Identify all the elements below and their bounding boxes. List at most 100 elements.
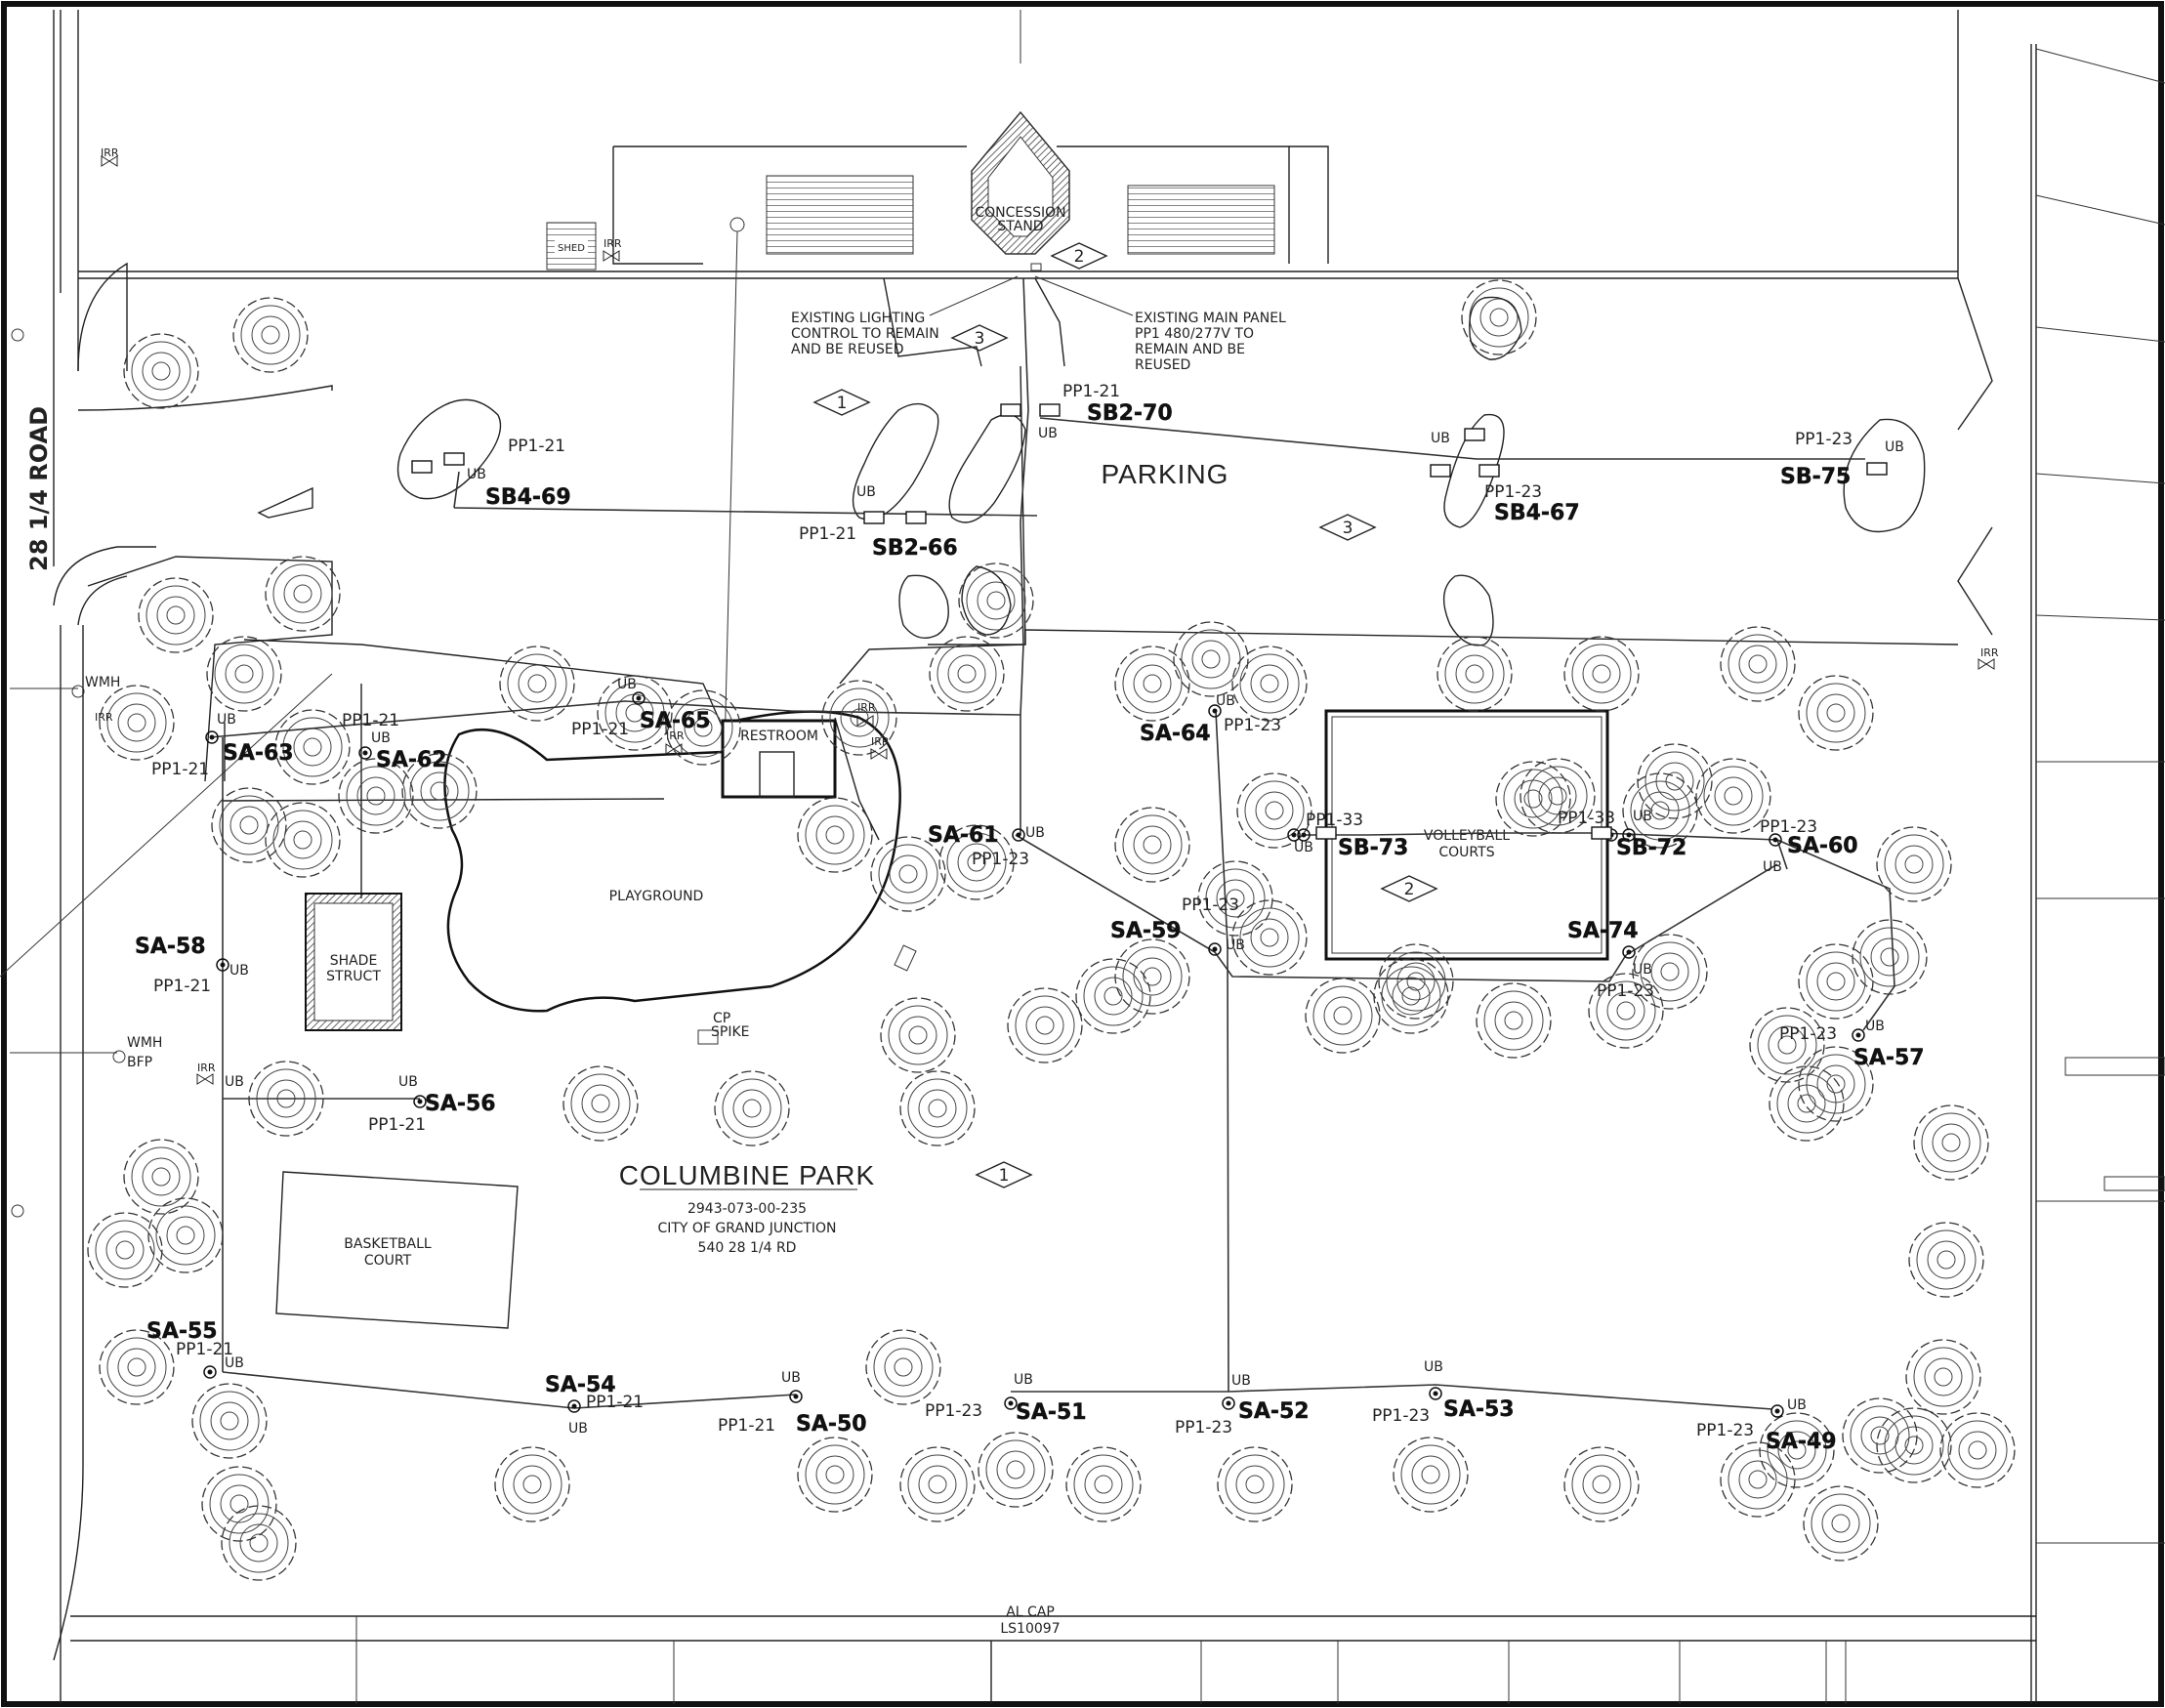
fixture-head-icon <box>1430 464 1451 478</box>
svg-text:2: 2 <box>1074 247 1085 267</box>
svg-text:PP1-21: PP1-21 <box>153 977 211 996</box>
al-cap-label: AL CAP <box>1006 1604 1055 1620</box>
keynote-diamond-icon: 2 <box>1050 242 1108 270</box>
svg-text:UB: UB <box>856 484 876 500</box>
irrigation-valve-icon <box>1978 658 1995 670</box>
svg-text:UB: UB <box>1763 859 1782 875</box>
tree-icon <box>1637 743 1713 819</box>
fixture-label-sa-61: SA-61 <box>928 823 999 848</box>
tree-icon <box>265 802 341 878</box>
svg-text:EXISTING MAIN PANEL: EXISTING MAIN PANEL <box>1135 311 1286 326</box>
playground-label: PLAYGROUND <box>609 889 704 904</box>
svg-text:UB: UB <box>1633 809 1652 824</box>
basketball-label: BASKETBALL <box>344 1236 432 1252</box>
road-label: 28 1/4 ROAD <box>25 406 53 571</box>
tree-icon <box>221 1505 297 1581</box>
tree-icon <box>797 797 873 873</box>
svg-text:UB: UB <box>1038 426 1058 441</box>
svg-text:CONTROL TO REMAIN: CONTROL TO REMAIN <box>791 326 939 342</box>
svg-text:PP1-33: PP1-33 <box>1306 811 1363 830</box>
svg-text:UB: UB <box>225 1074 244 1090</box>
tree-icon <box>1065 1446 1142 1522</box>
light-pole-icon <box>203 1365 217 1379</box>
svg-text:PP1-21: PP1-21 <box>508 437 565 456</box>
fixture-label-sa-62: SA-62 <box>376 748 447 772</box>
svg-text:PP1-21: PP1-21 <box>176 1340 233 1359</box>
tree-icon <box>1720 626 1796 702</box>
shade-label: SHADE <box>330 953 378 969</box>
tree-icon <box>929 636 1005 712</box>
tree-icon <box>1075 958 1151 1034</box>
tree-icon <box>1905 1339 1981 1415</box>
site-owner: CITY OF GRAND JUNCTION <box>657 1221 836 1236</box>
svg-text:3: 3 <box>975 329 985 349</box>
site-title: COLUMBINE PARK <box>619 1160 875 1190</box>
utility-labels: IRR IRR IRR IRR IRR IRR IRR IRR WMH WMH … <box>11 146 1999 1218</box>
tree-icon <box>1913 1104 1989 1181</box>
fixture-label-sb-73: SB-73 <box>1338 836 1408 860</box>
light-pole-icon <box>789 1390 803 1403</box>
tree-icon <box>206 636 282 712</box>
fixture-label-sb4-67: SB4-67 <box>1494 501 1580 525</box>
light-pole-icon <box>1208 942 1222 956</box>
tree-icon <box>1749 1007 1825 1083</box>
light-pole-icon <box>1429 1387 1442 1400</box>
panel-notes: EXISTING LIGHTING CONTROL TO REMAIN AND … <box>791 263 1286 373</box>
svg-text:PP1 480/277V TO: PP1 480/277V TO <box>1135 326 1254 342</box>
irrigation-valve-icon <box>603 250 620 262</box>
svg-text:2: 2 <box>1404 880 1415 899</box>
bfp-label: BFP <box>127 1055 152 1070</box>
svg-text:PP1-23: PP1-23 <box>1372 1406 1430 1426</box>
svg-text:PP1-21: PP1-21 <box>1062 382 1120 401</box>
light-pole-icon <box>1208 704 1222 718</box>
svg-text:PP1-21: PP1-21 <box>151 760 209 779</box>
concession-label: CONCESSION <box>975 205 1065 221</box>
parking-label: PARKING <box>1102 459 1229 489</box>
volleyball-label-2: COURTS <box>1438 845 1494 860</box>
irr-label: IRR <box>604 237 622 250</box>
svg-text:UB: UB <box>1787 1397 1807 1413</box>
fixture-head-icon <box>1478 464 1500 478</box>
keynote-diamonds: 2 3 1 3 2 1 <box>812 242 1438 1188</box>
cp-label-2: SPIKE <box>711 1024 749 1040</box>
tree-icon <box>1007 987 1083 1063</box>
fixture-label-sa-51: SA-51 <box>1016 1400 1087 1425</box>
bleacher-left <box>766 175 914 255</box>
svg-text:UB: UB <box>229 963 249 979</box>
fixture-label-sa-53: SA-53 <box>1443 1397 1515 1422</box>
fixture-label-sa-59: SA-59 <box>1110 919 1182 943</box>
tree-icon <box>1393 1437 1469 1513</box>
basketball-court <box>275 1171 519 1329</box>
fixture-label-sa-56: SA-56 <box>425 1092 496 1116</box>
svg-text:UB: UB <box>781 1370 801 1386</box>
keynote-diamond-icon: 1 <box>975 1161 1033 1188</box>
site-title-block: COLUMBINE PARK 2943-073-00-235 CITY OF G… <box>619 1160 875 1256</box>
tree-icon <box>1114 646 1190 722</box>
tree-icon <box>201 1466 277 1542</box>
keynote-diamond-icon: 3 <box>1318 514 1377 541</box>
shade-label-2: STRUCT <box>326 969 381 984</box>
playground <box>443 710 901 1013</box>
irr-label: IRR <box>871 735 890 748</box>
fixture-label-sa-54: SA-54 <box>545 1373 616 1397</box>
tree-icon <box>1798 675 1874 751</box>
fixture-label-sb-75: SB-75 <box>1780 465 1851 489</box>
restroom <box>721 719 837 799</box>
tree-icon <box>899 1070 976 1146</box>
svg-text:UB: UB <box>1014 1372 1033 1388</box>
svg-text:UB: UB <box>1025 825 1045 841</box>
irrigation-valves <box>101 155 1995 1085</box>
svg-text:UB: UB <box>1216 693 1235 709</box>
concession-label-2: STAND <box>997 219 1043 234</box>
svg-text:PP1-21: PP1-21 <box>342 711 399 730</box>
light-pole-icon <box>1287 828 1301 842</box>
svg-text:UB: UB <box>467 467 486 482</box>
tree-icon <box>1114 938 1190 1015</box>
tree-icon <box>191 1383 268 1459</box>
svg-text:PP1-23: PP1-23 <box>1224 716 1281 735</box>
tree-icon <box>1305 978 1381 1054</box>
site-parcel: 2943-073-00-235 <box>687 1201 807 1217</box>
svg-text:PP1-23: PP1-23 <box>1175 1418 1232 1437</box>
tree-icon <box>1436 636 1513 712</box>
basketball-label-2: COURT <box>364 1253 412 1269</box>
